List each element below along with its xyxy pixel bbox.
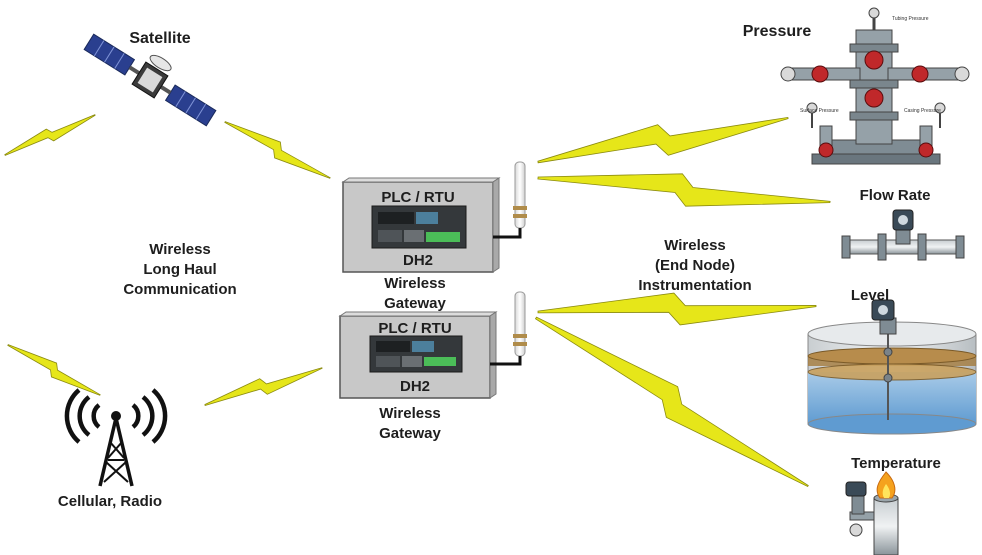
flow-meter-icon xyxy=(841,209,965,261)
surface-pressure-tag: Surface Pressure xyxy=(800,108,839,114)
end-node-line-1: Wireless xyxy=(664,237,726,254)
casing-pressure-tag: Casing Pressure xyxy=(904,108,941,114)
flow-rate-label: Flow Rate xyxy=(859,187,931,204)
gateway-1-caption: Wireless Gateway xyxy=(365,274,465,314)
cell-tower-icon xyxy=(64,388,168,487)
gateway-2-antenna xyxy=(490,291,527,366)
gateway-1-caption-line-1: Wireless xyxy=(384,275,446,292)
wellhead-pressure-icon: Tubing Pressure Surface Pressure Casing … xyxy=(780,7,970,165)
level-label: Level xyxy=(850,287,890,304)
bolt-gw2-level xyxy=(537,292,817,326)
gateway-2-caption: Wireless Gateway xyxy=(360,404,460,444)
level-tank-icon xyxy=(807,299,977,435)
gateway-2-caption-line-1: Wireless xyxy=(379,405,441,422)
gateway-2-model: DH2 xyxy=(400,378,430,395)
pressure-label: Pressure xyxy=(742,23,812,40)
gateway-1-antenna xyxy=(493,161,527,239)
long-haul-line-2: Long Haul xyxy=(143,261,217,278)
gateway-1-title: PLC / RTU xyxy=(381,189,454,206)
temperature-sensor-icon xyxy=(845,471,899,555)
gateway-2-title: PLC / RTU xyxy=(378,320,451,337)
bolt-cellular-left xyxy=(7,344,101,396)
satellite-label: Satellite xyxy=(129,30,191,47)
gateway-2-caption-line-2: Gateway xyxy=(379,425,441,442)
long-haul-line-3: Communication xyxy=(123,281,237,298)
gateway-1-box: PLC / RTU DH2 xyxy=(341,177,501,273)
bolt-gw1-pressure xyxy=(537,116,789,164)
end-node-label: Wireless (End Node) Instrumentation xyxy=(610,236,780,296)
tubing-pressure-tag: Tubing Pressure xyxy=(892,16,929,22)
temperature-label: Temperature xyxy=(851,455,941,472)
wireless-link-bolts xyxy=(4,114,831,488)
bolt-satellite-left xyxy=(4,114,96,156)
end-node-line-3: Instrumentation xyxy=(638,277,752,294)
gateway-1-model: DH2 xyxy=(403,252,433,269)
bolt-cellular-gateway xyxy=(204,367,323,407)
cellular-label: Cellular, Radio xyxy=(57,493,163,510)
bolt-gw1-flow xyxy=(537,173,831,207)
gateway-1-caption-line-2: Gateway xyxy=(384,295,446,312)
long-haul-line-1: Wireless xyxy=(149,241,211,258)
end-node-line-2: (End Node) xyxy=(655,257,735,274)
bolt-gw2-temperature xyxy=(534,316,809,488)
bolt-satellite-gateway xyxy=(224,121,331,179)
gateway-2-box: PLC / RTU DH2 xyxy=(338,311,498,399)
long-haul-label: Wireless Long Haul Communication xyxy=(95,240,265,300)
satellite-icon xyxy=(83,33,217,127)
